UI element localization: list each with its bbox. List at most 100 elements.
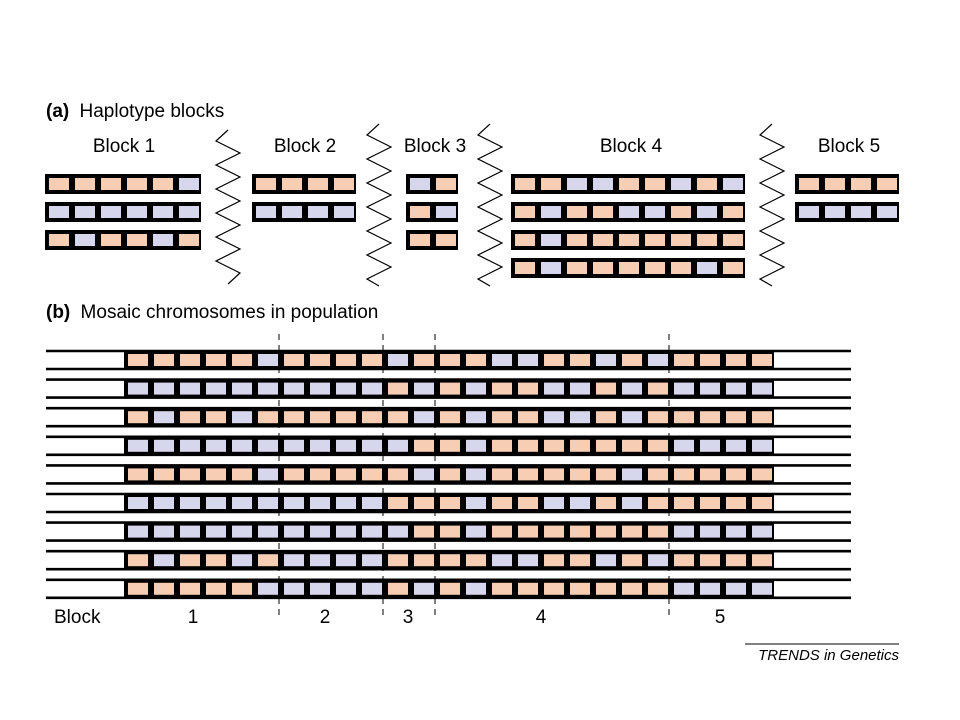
allele-cell — [700, 411, 720, 424]
allele-cell — [414, 554, 434, 567]
allele-cell — [570, 497, 590, 509]
allele-cell — [440, 554, 460, 567]
block-number-1: 1 — [188, 607, 199, 628]
haplotype-bar — [45, 174, 201, 194]
haplotype-bar — [795, 174, 899, 194]
allele-cell — [127, 178, 147, 190]
allele-cell — [310, 582, 330, 595]
allele-cell — [154, 554, 174, 567]
allele-cell — [180, 382, 200, 395]
haplotype-bar — [511, 230, 745, 250]
allele-cell — [700, 439, 720, 452]
allele-cell — [154, 411, 174, 424]
allele-cell — [336, 582, 356, 595]
allele-cell — [752, 468, 772, 481]
allele-cell — [466, 525, 486, 538]
allele-cell — [492, 382, 512, 395]
allele-cell — [622, 497, 642, 509]
recombination-zigzag-1 — [214, 129, 242, 285]
allele-cell — [256, 178, 276, 190]
allele-cell — [310, 354, 330, 366]
allele-cell — [414, 525, 434, 538]
allele-cell — [619, 262, 639, 274]
allele-cell — [518, 554, 538, 567]
allele-cell — [410, 206, 430, 218]
allele-cell — [596, 411, 616, 424]
haplotype-bar — [511, 174, 745, 194]
allele-cell — [726, 525, 746, 538]
panel-a-haplotypes — [45, 174, 899, 278]
mosaic-chromosome — [46, 406, 851, 428]
allele-cell — [414, 582, 434, 595]
allele-cell — [648, 411, 668, 424]
allele-cell — [128, 582, 148, 595]
mosaic-chromosome — [46, 521, 851, 542]
allele-cell — [127, 206, 147, 218]
panel-a-title: Haplotype blocks — [80, 101, 225, 122]
allele-cell — [622, 525, 642, 538]
allele-cell — [700, 497, 720, 509]
allele-cell — [466, 468, 486, 481]
allele-cell — [362, 411, 382, 424]
allele-cell — [799, 206, 819, 218]
allele-cell — [75, 206, 95, 218]
allele-cell — [622, 354, 642, 366]
allele-cell — [180, 411, 200, 424]
allele-cell — [362, 554, 382, 567]
allele-cell — [336, 554, 356, 567]
allele-cell — [752, 439, 772, 452]
allele-cell — [752, 525, 772, 538]
allele-cell — [362, 468, 382, 481]
allele-cell — [232, 582, 252, 595]
allele-cell — [154, 439, 174, 452]
recombination-zigzag-2 — [365, 123, 393, 287]
allele-cell — [622, 582, 642, 595]
allele-cell — [388, 468, 408, 481]
allele-cell — [544, 411, 564, 424]
allele-cell — [232, 411, 252, 424]
allele-cell — [622, 411, 642, 424]
allele-cell — [570, 525, 590, 538]
allele-cell — [101, 206, 121, 218]
allele-cell — [258, 468, 278, 481]
allele-cell — [180, 439, 200, 452]
block-3-label: Block 3 — [404, 136, 466, 157]
allele-cell — [515, 262, 535, 274]
allele-cell — [726, 497, 746, 509]
allele-cell — [153, 206, 173, 218]
allele-cell — [593, 178, 613, 190]
allele-cell — [258, 525, 278, 538]
allele-cell — [518, 439, 538, 452]
allele-cell — [436, 206, 456, 218]
allele-cell — [518, 354, 538, 366]
allele-cell — [723, 234, 743, 246]
allele-cell — [752, 354, 772, 366]
allele-cell — [492, 582, 512, 595]
allele-cell — [206, 354, 226, 366]
allele-cell — [541, 234, 561, 246]
allele-cell — [726, 354, 746, 366]
allele-cell — [596, 497, 616, 509]
allele-cell — [154, 582, 174, 595]
haplotype-bar — [252, 174, 356, 194]
allele-cell — [671, 262, 691, 274]
allele-cell — [232, 382, 252, 395]
allele-cell — [645, 178, 665, 190]
allele-cell — [567, 206, 587, 218]
allele-cell — [674, 497, 694, 509]
allele-cell — [596, 382, 616, 395]
allele-cell — [544, 554, 564, 567]
allele-cell — [622, 382, 642, 395]
allele-cell — [700, 468, 720, 481]
haplotype-bar — [406, 202, 458, 222]
allele-cell — [258, 411, 278, 424]
allele-cell — [697, 206, 717, 218]
allele-cell — [436, 234, 456, 246]
block-boundaries — [278, 334, 670, 618]
allele-cell — [619, 234, 639, 246]
allele-cell — [336, 439, 356, 452]
allele-cell — [726, 468, 746, 481]
panel-b-heading: (b) Mosaic chromosomes in population — [46, 302, 378, 323]
allele-cell — [726, 554, 746, 567]
